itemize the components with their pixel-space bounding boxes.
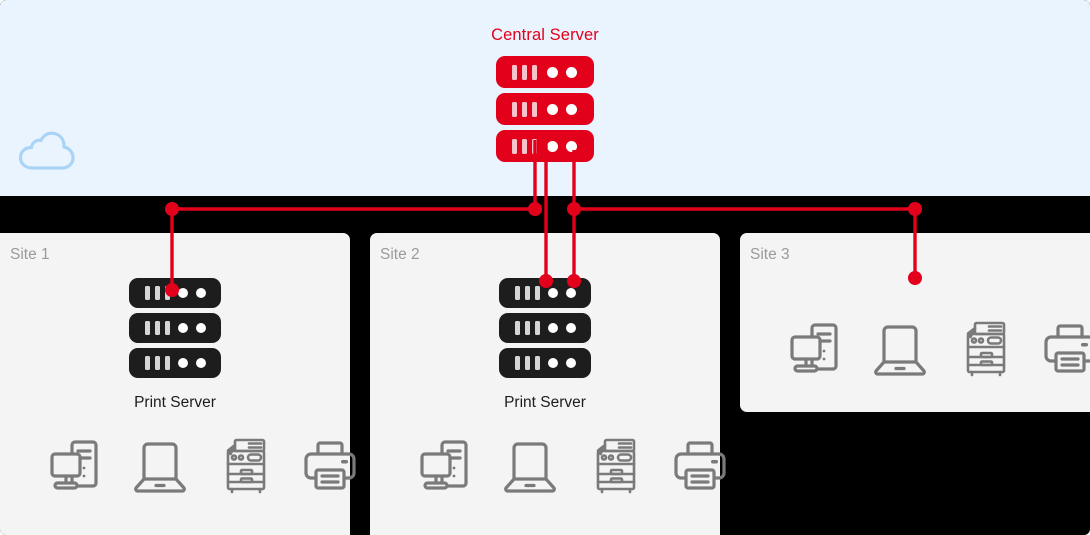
central-server-group: Central Server — [0, 0, 1090, 196]
server-vents-icon — [512, 138, 537, 154]
multifunction-printer-icon[interactable] — [956, 318, 1014, 380]
server-unit — [496, 130, 594, 162]
site-title-1: Site 1 — [10, 246, 50, 263]
site2-device-row — [416, 435, 729, 497]
printer-icon[interactable] — [1041, 318, 1090, 380]
site1-print-server-stack[interactable] — [129, 278, 221, 383]
server-leds-icon — [548, 288, 576, 298]
link-node-bus-center — [528, 202, 542, 216]
site2-print-server-label: Print Server — [504, 394, 586, 411]
desktop-computer-icon[interactable] — [416, 435, 474, 497]
site1-print-server-label: Print Server — [134, 394, 216, 411]
server-unit — [129, 348, 221, 378]
server-leds-icon — [547, 103, 577, 115]
server-unit — [496, 56, 594, 88]
server-vents-icon — [512, 101, 537, 117]
server-unit — [129, 313, 221, 343]
central-server-stack[interactable] — [496, 56, 594, 167]
laptop-icon[interactable] — [501, 435, 559, 497]
site-title-2: Site 2 — [380, 246, 420, 263]
server-vents-icon — [515, 321, 540, 335]
laptop-icon[interactable] — [871, 318, 929, 380]
multifunction-printer-icon[interactable] — [586, 435, 644, 497]
server-unit — [129, 278, 221, 308]
server-unit — [499, 313, 591, 343]
multifunction-printer-icon[interactable] — [216, 435, 274, 497]
site2-print-server-stack[interactable] — [499, 278, 591, 383]
printer-icon[interactable] — [301, 435, 359, 497]
link-node-bus-right — [908, 202, 922, 216]
server-vents-icon — [145, 321, 170, 335]
server-unit — [496, 93, 594, 125]
central-server-label: Central Server — [491, 26, 599, 44]
link-node-bus-right-origin — [567, 202, 581, 216]
server-leds-icon — [178, 288, 206, 298]
server-vents-icon — [515, 286, 540, 300]
site-title-3: Site 3 — [750, 246, 790, 263]
server-leds-icon — [178, 358, 206, 368]
site3-device-row — [786, 318, 1090, 380]
server-unit — [499, 278, 591, 308]
server-leds-icon — [178, 323, 206, 333]
desktop-computer-icon[interactable] — [786, 318, 844, 380]
server-unit — [499, 348, 591, 378]
laptop-icon[interactable] — [131, 435, 189, 497]
server-vents-icon — [145, 286, 170, 300]
server-leds-icon — [548, 323, 576, 333]
link-node-bus-left — [165, 202, 179, 216]
server-leds-icon — [547, 140, 577, 152]
server-vents-icon — [515, 356, 540, 370]
desktop-computer-icon[interactable] — [46, 435, 104, 497]
site1-device-row — [46, 435, 359, 497]
server-vents-icon — [145, 356, 170, 370]
printer-icon[interactable] — [671, 435, 729, 497]
server-vents-icon — [512, 64, 537, 80]
server-leds-icon — [547, 66, 577, 78]
server-leds-icon — [548, 358, 576, 368]
cloud-icon — [18, 131, 75, 170]
